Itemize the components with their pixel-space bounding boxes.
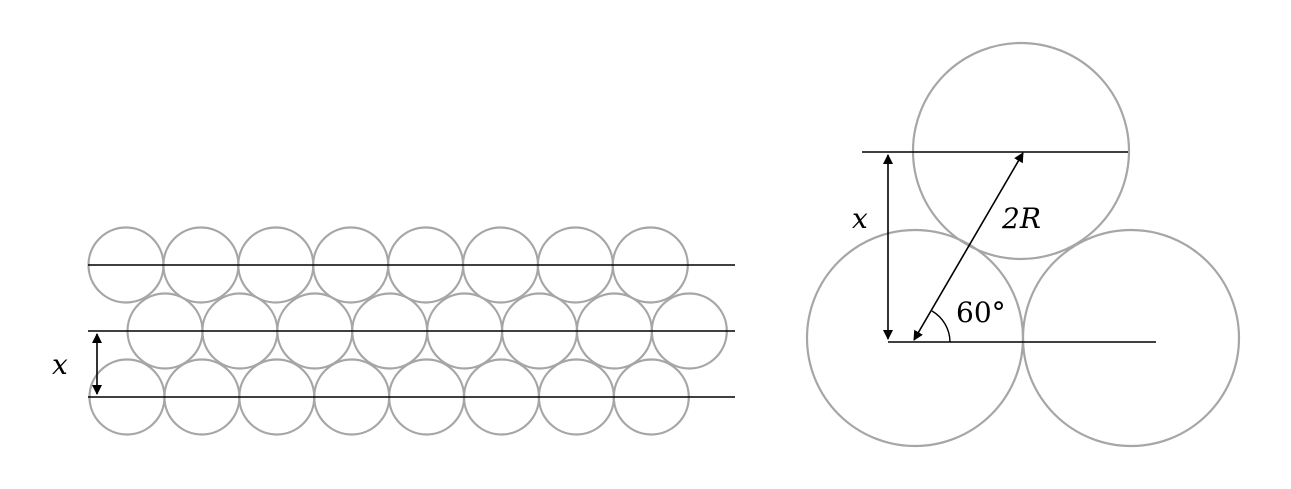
angle-arc [931,310,951,343]
bottom-right-circle [1021,228,1241,448]
height-label: x [852,202,868,235]
row-spacing-label: x [52,348,68,381]
angle-label: 60° [956,296,1006,329]
center-distance-arrow [913,152,1024,341]
right-figure: x 2R 60° [805,41,1241,448]
left-figure: x [52,226,735,436]
center-distance-label: 2R [1001,202,1041,235]
